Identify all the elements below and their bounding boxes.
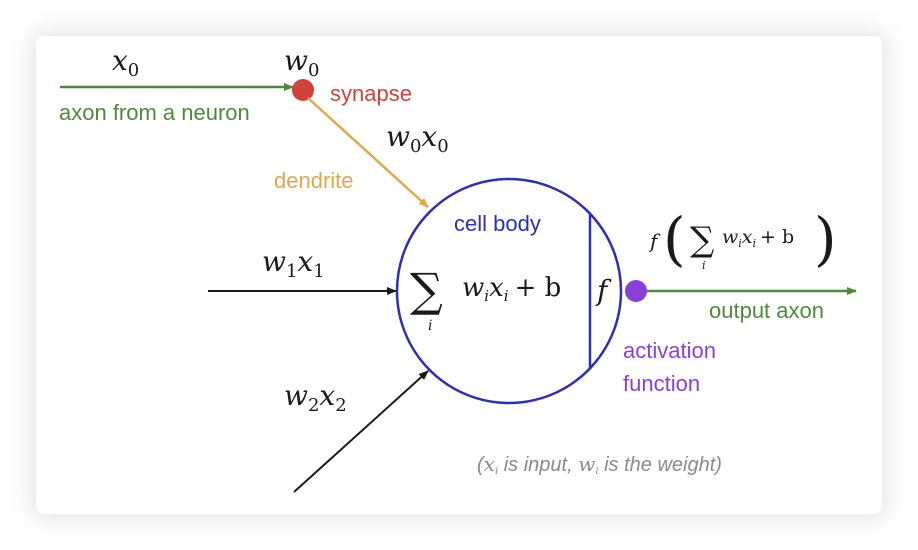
cell-body-label: cell body [454, 211, 541, 236]
diagram-card [36, 36, 882, 514]
dendrite: w0x0 dendrite [274, 97, 449, 208]
synapse-label: synapse [330, 81, 412, 106]
output: f ( ∑ i wixi+ b ) output axon activation… [623, 205, 857, 396]
x0-label: x0 [112, 44, 139, 81]
axon-from-neuron-label: axon from a neuron [59, 100, 250, 125]
function-label: function [623, 371, 700, 396]
output-close-paren: ) [814, 205, 837, 273]
output-sum-symbol: ∑ [690, 220, 714, 260]
output-open-paren: ( [663, 205, 686, 273]
footnote: (xi is input, wi is the weight) [477, 452, 722, 477]
sum-index: i [428, 318, 432, 334]
synapse: w0 synapse [284, 44, 412, 106]
output-sum-expression: wixi+ b [722, 226, 794, 250]
input-x0: x0 axon from a neuron [59, 44, 294, 125]
dendrite-arrow [307, 97, 429, 208]
w2x2-arrow [293, 370, 429, 493]
input-w2x2: w2x2 [284, 370, 429, 493]
w1x1-label: w1x1 [262, 245, 325, 282]
output-f: f [648, 229, 661, 253]
activation-dot [625, 280, 647, 302]
output-sum-index: i [702, 259, 706, 272]
dendrite-label: dendrite [274, 168, 354, 193]
activation-label: activation [623, 338, 716, 363]
cell-body: cell body ∑ i wixi+ b f [395, 177, 623, 405]
sum-expression: wixi+ b [462, 273, 561, 305]
w0-label: w0 [284, 44, 319, 81]
w0x0-label: w0x0 [386, 120, 449, 157]
sum-symbol: ∑ [410, 263, 443, 317]
w2x2-label: w2x2 [284, 379, 347, 416]
output-axon-label: output axon [709, 298, 824, 323]
input-w1x1: w1x1 [208, 245, 397, 295]
cell-body-circle [395, 177, 623, 405]
activation-f: f [595, 274, 612, 307]
synapse-dot [292, 79, 314, 101]
